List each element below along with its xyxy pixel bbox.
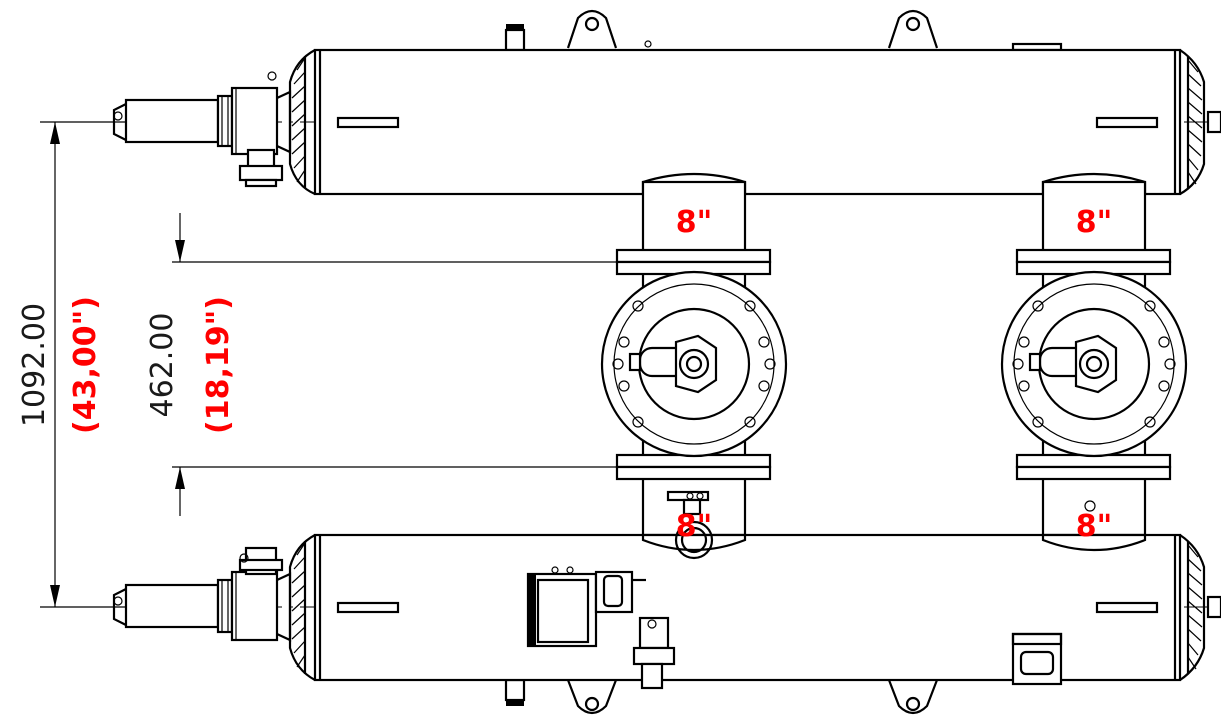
- controller-box: [526, 566, 676, 690]
- inner-dimension-mm: 462.00: [145, 313, 180, 418]
- bottom-vessel: [288, 533, 1221, 686]
- bottom-left-valve-assembly: [112, 546, 292, 642]
- top-vessel: [288, 48, 1221, 196]
- outer-dimension: [40, 121, 126, 608]
- pipe-size-label-bottom-left: 8": [676, 509, 713, 544]
- outer-dimension-mm: 1092.00: [17, 303, 52, 427]
- inner-dimension-in: (18,19"): [201, 296, 236, 434]
- bottom-lifting-lugs: [504, 678, 939, 715]
- pipe-size-label-top-left: 8": [676, 205, 713, 240]
- right-header-pipe: [1000, 172, 1188, 552]
- pipe-size-label-top-right: 8": [1076, 205, 1113, 240]
- top-left-valve-assembly: [112, 71, 292, 188]
- left-header-pipe: [600, 172, 788, 560]
- pipe-size-label-bottom-right: 8": [1076, 509, 1113, 544]
- top-lifting-lugs: [504, 9, 1063, 52]
- inner-dimension: [172, 213, 617, 516]
- outer-dimension-in: (43,00"): [68, 296, 103, 434]
